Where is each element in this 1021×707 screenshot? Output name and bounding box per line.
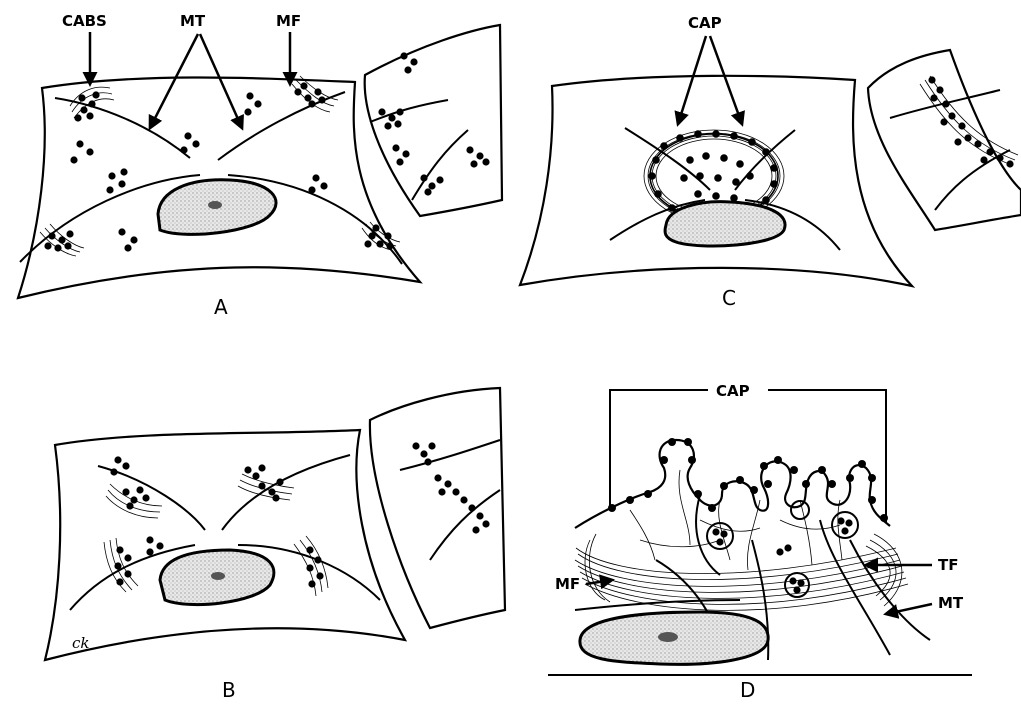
- arrow-mt-left: [150, 34, 198, 128]
- microtubule-line: [98, 466, 205, 530]
- artist-signature: ck: [72, 634, 90, 652]
- panel-letter-a: A: [214, 295, 228, 319]
- cabs-cluster: [106, 456, 162, 518]
- label-mt-d: MT: [938, 594, 964, 612]
- arrow-mt-right: [200, 34, 242, 128]
- neighbor-cell-c: [868, 50, 1021, 230]
- cabs-cluster: [238, 464, 294, 501]
- panel-b: ck B: [45, 388, 505, 702]
- label-cap-c: CAP: [688, 14, 722, 32]
- panel-letter-c: C: [722, 286, 736, 310]
- cabs-cluster: [70, 87, 114, 121]
- cabs-cluster: [294, 536, 328, 596]
- nucleolus: [208, 201, 222, 209]
- arrow-cap-left: [678, 36, 706, 124]
- label-tf: TF: [938, 556, 958, 574]
- microtubule-line: [218, 92, 345, 160]
- neighbor-cell-b: [370, 388, 505, 628]
- label-cap-d: CAP: [716, 382, 750, 400]
- nucleus: [665, 202, 785, 246]
- nucleolus: [211, 572, 225, 580]
- panel-d: CAP: [548, 378, 972, 702]
- arrow-cap-right: [710, 36, 742, 124]
- microtubule-line: [412, 130, 468, 200]
- panel-c: CAP C: [520, 14, 1021, 310]
- label-cabs: CABS: [62, 12, 107, 30]
- panel-a: CABS MT MF A: [18, 12, 502, 319]
- cap-surface-dots: [608, 438, 888, 522]
- cell-outline-b: [45, 430, 405, 660]
- cell-surface-membrane: [575, 440, 890, 528]
- panel-letter-d: D: [740, 678, 755, 702]
- microtubule-line: [222, 455, 350, 530]
- label-mf-d: MF: [555, 575, 580, 593]
- cabs-cluster: [104, 536, 164, 592]
- nucleolus: [658, 632, 678, 642]
- panel-letter-b: B: [222, 678, 236, 702]
- label-mf-a: MF: [276, 12, 301, 30]
- cabs-cluster: [40, 224, 84, 256]
- label-mt-a: MT: [180, 12, 206, 30]
- neighbor-cell-dots: [378, 52, 489, 195]
